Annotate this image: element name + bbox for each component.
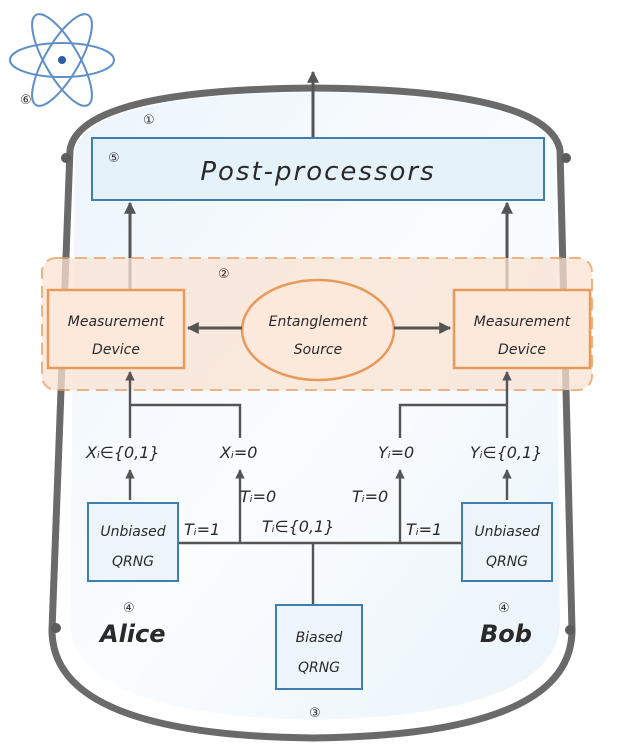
post-processors-label: Post-processors [200,157,435,187]
marker-1: ① [143,113,155,128]
t-choice-label: Tᵢ∈{0,1} [262,517,334,536]
marker-6: ⑥ [20,93,32,108]
x-choice-label: Xᵢ∈{0,1} [85,443,160,462]
biased-qrng-line1: Biased [296,630,343,646]
bob-unbiased-qrng [461,502,553,582]
connector-y-zero [398,403,507,438]
background-wash [70,92,560,720]
bob-qrng-line1: Unbiased [474,524,539,540]
entanglement-line2: Source [294,342,342,358]
alice-label: Alice [98,620,166,648]
measurement-left-line1: Measurement [68,314,165,330]
biased-qrng-line2: QRNG [298,660,340,676]
t-zero-right-label: Tᵢ=0 [352,487,388,506]
y-zero-label: Yᵢ=0 [378,443,414,462]
measurement-right-line1: Measurement [474,314,571,330]
t-one-left-label: Tᵢ=1 [184,520,220,539]
outer-enclosure [48,84,576,742]
entanglement-source [240,278,396,382]
entanglement-line1: Entanglement [269,314,368,330]
post-processors-box [91,137,545,201]
enclosure-joint-tl [61,153,71,163]
alice-unbiased-qrng [87,502,179,582]
measurement-left-line2: Device [92,342,140,358]
alice-qrng-line2: QRNG [112,554,154,570]
bob-label: Bob [480,620,532,648]
y-choice-label: Yᵢ∈{0,1} [470,443,542,462]
enclosure-joint-br [565,625,575,635]
marker-4-left: ④ [123,601,135,616]
measurement-device-left [46,288,186,370]
marker-5: ⑤ [108,151,120,166]
t-one-right-label: Tᵢ=1 [406,520,442,539]
biased-qrng [275,604,363,690]
enclosure-joint-bl [51,623,61,633]
marker-2: ② [218,267,230,282]
measurement-device-right [452,288,592,370]
enclosure-joint-tr [561,153,571,163]
bob-qrng-line2: QRNG [486,554,528,570]
t-zero-left-label: Tᵢ=0 [240,487,276,506]
measurement-right-line2: Device [498,342,546,358]
marker-4-right: ④ [498,601,510,616]
connector-x-zero [130,403,242,438]
x-zero-label: Xᵢ=0 [219,443,257,462]
marker-3: ③ [309,706,321,721]
alice-qrng-line1: Unbiased [100,524,165,540]
